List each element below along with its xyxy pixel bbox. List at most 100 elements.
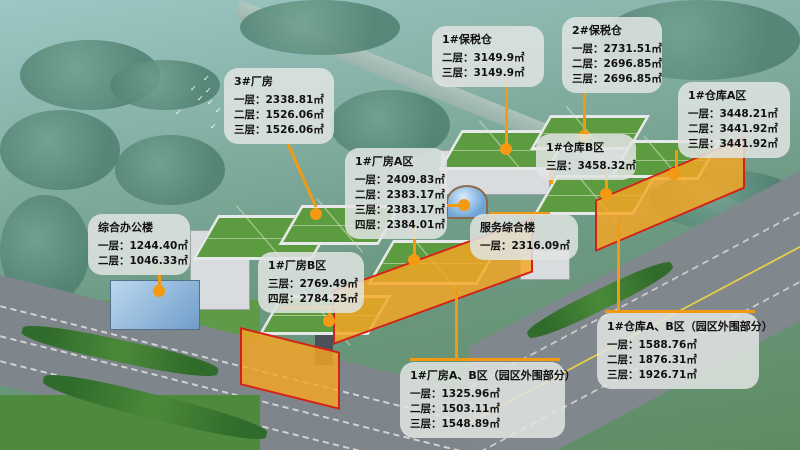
floor-label: 二层： — [572, 58, 604, 70]
floor-label: 三层： — [234, 124, 266, 136]
floor-label: 一层： — [98, 240, 130, 252]
callout-service-building: 服务综合楼 一层：2316.09㎡ — [470, 214, 578, 260]
floor-area: 2316.09㎡ — [511, 240, 570, 252]
bird-icon: ✓ — [197, 94, 204, 103]
floor-area: 2384.01㎡ — [386, 219, 445, 231]
floor-label: 一层： — [410, 388, 442, 400]
callout-factory-1a: 1#厂房A区 一层：2409.83㎡ 二层：2383.17㎡ 三层：2383.1… — [345, 148, 447, 239]
floor-area: 3441.92㎡ — [719, 123, 778, 135]
floor-label: 一层： — [572, 43, 604, 55]
floor-area: 2784.25㎡ — [299, 293, 358, 305]
bird-icon: ✓ — [210, 122, 217, 131]
marker-dot — [323, 315, 335, 327]
forest-clump — [0, 110, 120, 190]
callout-title: 2#保税仓 — [572, 24, 622, 37]
floor-area: 2338.81㎡ — [265, 94, 324, 106]
leader-line — [410, 358, 560, 361]
floor-area: 2409.83㎡ — [386, 174, 445, 186]
floor-area: 1046.33㎡ — [129, 255, 188, 267]
callout-title: 1#厂房A区 — [355, 155, 414, 168]
floor-row: 二层：3149.9㎡ — [442, 51, 534, 66]
floor-label: 一层： — [234, 94, 266, 106]
floor-row: 三层：2696.85㎡ — [572, 72, 662, 87]
marker-dot — [408, 254, 420, 266]
floor-row: 三层：3441.92㎡ — [688, 137, 780, 152]
floor-label: 三层： — [572, 73, 604, 85]
floor-area: 1588.76㎡ — [638, 339, 697, 351]
floor-row: 一层：2338.81㎡ — [234, 93, 324, 108]
floor-area: 2769.49㎡ — [299, 278, 358, 290]
floor-area: 2696.85㎡ — [603, 58, 662, 70]
floor-area: 1926.71㎡ — [638, 369, 697, 381]
callout-title: 1#仓库B区 — [546, 141, 605, 154]
leader-line — [490, 212, 550, 215]
floor-row: 三层：3458.32㎡ — [546, 159, 636, 174]
callout-factory-3: 3#厂房 一层：2338.81㎡ 二层：1526.06㎡ 三层：1526.06㎡ — [224, 68, 334, 144]
floor-label: 二层： — [688, 123, 720, 135]
floor-row: 二层：1503.11㎡ — [410, 402, 555, 417]
floor-label: 二层： — [98, 255, 130, 267]
floor-area: 3448.21㎡ — [719, 108, 778, 120]
floor-label: 二层： — [607, 354, 639, 366]
floor-area: 2383.17㎡ — [386, 204, 445, 216]
leader-line — [605, 310, 755, 313]
floor-label: 一层： — [355, 174, 387, 186]
floor-area: 1876.31㎡ — [638, 354, 697, 366]
floor-row: 一层：3448.21㎡ — [688, 107, 780, 122]
callout-title: 1#厂房B区 — [268, 259, 327, 272]
floor-row: 一层：1588.76㎡ — [607, 338, 749, 353]
bird-icon: ✓ — [205, 86, 212, 95]
floor-label: 二层： — [410, 403, 442, 415]
floor-row: 一层：1244.40㎡ — [98, 239, 188, 254]
floor-area: 3458.32㎡ — [577, 160, 636, 172]
floor-area: 1548.89㎡ — [441, 418, 500, 430]
callout-bonded-warehouse-2: 2#保税仓 一层：2731.51㎡ 二层：2696.85㎡ 三层：2696.85… — [562, 17, 662, 93]
callout-title: 1#仓库A区 — [688, 89, 747, 102]
marker-dot — [458, 199, 470, 211]
floor-area: 3149.9㎡ — [473, 67, 525, 79]
floor-row: 三层：1548.89㎡ — [410, 417, 555, 432]
floor-row: 三层：2769.49㎡ — [268, 277, 358, 292]
floor-area: 3441.92㎡ — [719, 138, 778, 150]
floor-area: 2383.17㎡ — [386, 189, 445, 201]
marker-dot — [600, 188, 612, 200]
leader-line — [617, 220, 620, 312]
callout-office-building: 综合办公楼 一层：1244.40㎡ 二层：1046.33㎡ — [88, 214, 190, 275]
floor-label: 四层： — [355, 219, 387, 231]
callout-warehouse-1b: 1#仓库B区 三层：3458.32㎡ — [536, 134, 636, 180]
floor-label: 一层： — [688, 108, 720, 120]
floor-row: 四层：2784.25㎡ — [268, 292, 358, 307]
floor-label: 三层： — [410, 418, 442, 430]
floor-label: 四层： — [268, 293, 300, 305]
callout-title: 3#厂房 — [234, 75, 273, 88]
bird-icon: ✓ — [207, 98, 214, 107]
floor-area: 1526.06㎡ — [265, 124, 324, 136]
leader-line — [158, 268, 161, 290]
leader-line — [445, 204, 461, 207]
leader-line — [505, 80, 508, 148]
bird-icon: ✓ — [215, 106, 222, 115]
callout-warehouse-ab-outer: 1#仓库A、B区（园区外围部分） 一层：1588.76㎡ 二层：1876.31㎡… — [597, 313, 773, 389]
floor-row: 一层：1325.96㎡ — [410, 387, 555, 402]
floor-label: 二层： — [234, 109, 266, 121]
leader-line — [583, 93, 586, 135]
birds-flock: ✓ ✓ ✓ ✓ ✓ ✓ ✓ ✓ — [175, 74, 225, 135]
callout-title: 1#厂房A、B区（园区外围部分） — [410, 369, 576, 382]
floor-area: 1244.40㎡ — [129, 240, 188, 252]
floor-row: 三层：3149.9㎡ — [442, 66, 534, 81]
floor-row: 三层：2383.17㎡ — [355, 203, 445, 218]
floor-row: 二层：2383.17㎡ — [355, 188, 445, 203]
bird-icon: ✓ — [190, 84, 197, 93]
floor-row: 二层：2696.85㎡ — [572, 57, 662, 72]
marker-dot — [310, 208, 322, 220]
callout-factory-1b: 1#厂房B区 三层：2769.49㎡ 四层：2784.25㎡ — [258, 252, 364, 313]
leader-line — [413, 220, 416, 258]
callout-title: 服务综合楼 — [480, 221, 535, 234]
floor-label: 三层： — [688, 138, 720, 150]
marker-dot — [500, 143, 512, 155]
bird-icon: ✓ — [175, 108, 182, 117]
floor-row: 四层：2384.01㎡ — [355, 218, 445, 233]
bird-icon: ✓ — [203, 74, 210, 83]
forest-clump — [110, 60, 220, 110]
